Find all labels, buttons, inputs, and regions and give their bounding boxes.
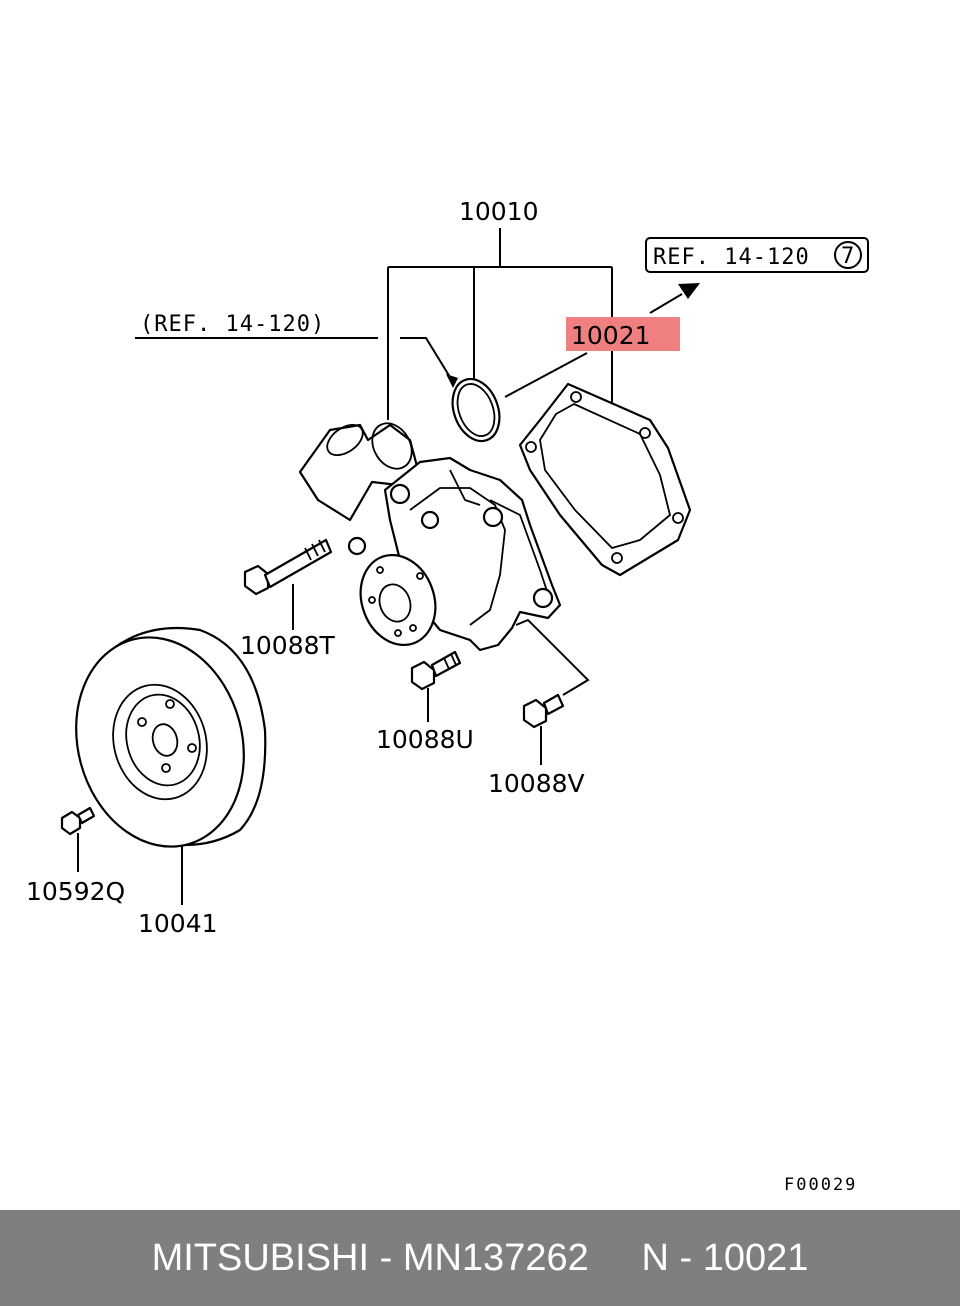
bolt-10088u (410, 650, 462, 722)
callout-pulley: 10041 (138, 909, 218, 938)
gasket-leader (504, 352, 588, 398)
parts-diagram: 10010 (REF. 14-120) REF. 14-120 7 10021 (26, 197, 869, 1195)
arrow-icon (649, 283, 700, 314)
water-pump (298, 422, 562, 652)
gasket (518, 382, 692, 577)
ref-circle-number: 7 (841, 244, 855, 269)
callout-water-pump: 10010 (459, 197, 539, 226)
ref-label-right: REF. 14-120 (653, 245, 810, 270)
highlight-box (566, 317, 680, 351)
bolt-10592q (60, 806, 96, 872)
callout-bolt-t: 10088T (240, 631, 336, 660)
figure-code: F00029 (784, 1175, 857, 1195)
ref-box-right (645, 237, 869, 273)
callout-pulley-bolt: 10592Q (26, 877, 125, 906)
callout-bolt-v: 10088V (488, 769, 585, 798)
ref-label-left: (REF. 14-120) (140, 312, 325, 337)
o-ring (451, 377, 501, 443)
callout-bolt-u: 10088U (376, 725, 474, 754)
bolt-10088t (243, 538, 333, 630)
ref-left-leader (135, 337, 458, 388)
pulley (75, 626, 267, 905)
callout-gasket[interactable]: 10021 (571, 321, 651, 350)
footer-part-text: MITSUBISHI - MN137262 N - 10021 (151, 1236, 809, 1279)
footer-bar: MITSUBISHI - MN137262 N - 10021 (0, 1210, 960, 1306)
bolt-10088v (515, 618, 590, 765)
